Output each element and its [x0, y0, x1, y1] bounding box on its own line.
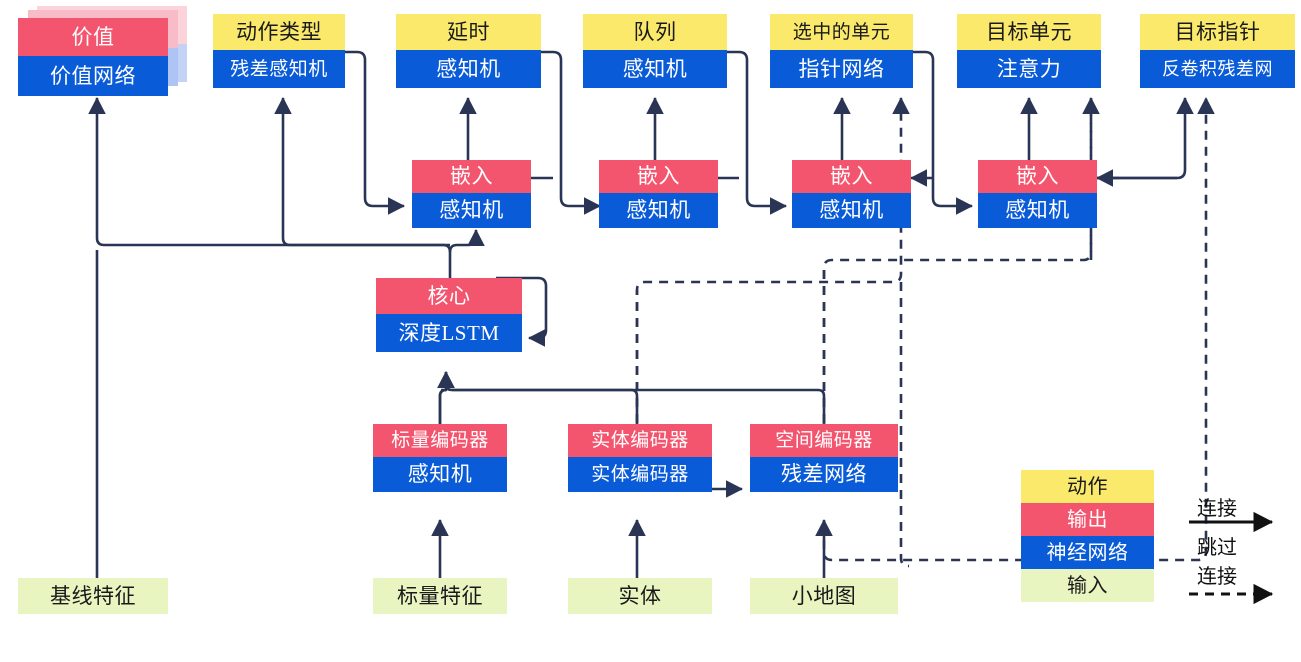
input-baseline-features-label: 基线特征 [18, 578, 168, 614]
node-selected-unit-network-label: 指针网络 [770, 50, 913, 88]
node-value-network-label: 价值网络 [18, 56, 168, 96]
legend-connect-label: 连接 [1197, 498, 1237, 520]
input-minimap-label: 小地图 [750, 578, 898, 614]
node-queue-action-label: 队列 [583, 14, 727, 50]
legend-input-label: 输入 [1021, 569, 1154, 602]
node-delay[interactable]: 延时 感知机 [396, 14, 541, 88]
node-core-output-label: 核心 [376, 278, 522, 314]
node-scalar-encoder[interactable]: 标量编码器 感知机 [373, 424, 507, 492]
node-delay-action-label: 延时 [396, 14, 541, 50]
node-core[interactable]: 核心 深度LSTM [376, 278, 522, 352]
node-spatial-encoder-output-label: 空间编码器 [750, 424, 898, 457]
node-embed-3[interactable]: 嵌入 感知机 [792, 160, 911, 228]
node-scalar-encoder-output-label: 标量编码器 [373, 424, 507, 457]
legend-output-label: 输出 [1021, 503, 1154, 536]
node-selected-unit-action-label: 选中的单元 [770, 14, 913, 50]
node-action-type-network-label: 残差感知机 [213, 50, 345, 88]
input-baseline-features[interactable]: 基线特征 [18, 578, 168, 614]
input-entities-label: 实体 [568, 578, 712, 614]
legend-skip-label-line2: 连接 [1197, 566, 1237, 588]
input-entities[interactable]: 实体 [568, 578, 712, 614]
input-scalar-features-label: 标量特征 [373, 578, 507, 614]
node-action-type-action-label: 动作类型 [213, 14, 345, 50]
legend-color-key: 动作 输出 神经网络 输入 [1021, 470, 1154, 602]
legend-network-label: 神经网络 [1021, 536, 1154, 569]
node-entity-encoder-network-label: 实体编码器 [568, 457, 712, 492]
node-embed-1-network-label: 感知机 [412, 193, 531, 228]
node-embed-3-output-label: 嵌入 [792, 160, 911, 193]
input-scalar-features[interactable]: 标量特征 [373, 578, 507, 614]
node-selected-unit[interactable]: 选中的单元 指针网络 [770, 14, 913, 88]
node-embed-2-network-label: 感知机 [599, 193, 718, 228]
node-embed-2-output-label: 嵌入 [599, 160, 718, 193]
node-value[interactable]: 价值 价值网络 [18, 18, 168, 96]
legend-action-label: 动作 [1021, 470, 1154, 503]
node-embed-4[interactable]: 嵌入 感知机 [978, 160, 1097, 228]
node-embed-4-output-label: 嵌入 [978, 160, 1097, 193]
node-delay-network-label: 感知机 [396, 50, 541, 88]
node-queue[interactable]: 队列 感知机 [583, 14, 727, 88]
node-value-output-label: 价值 [18, 18, 168, 56]
node-core-network-label: 深度LSTM [376, 314, 522, 352]
node-spatial-encoder-network-label: 残差网络 [750, 457, 898, 492]
input-minimap[interactable]: 小地图 [750, 578, 898, 614]
node-embed-3-network-label: 感知机 [792, 193, 911, 228]
node-entity-encoder[interactable]: 实体编码器 实体编码器 [568, 424, 712, 492]
node-target-unit[interactable]: 目标单元 注意力 [957, 14, 1101, 88]
node-scalar-encoder-network-label: 感知机 [373, 457, 507, 492]
node-target-unit-network-label: 注意力 [957, 50, 1101, 88]
node-target-point[interactable]: 目标指针 反卷积残差网 [1140, 14, 1295, 88]
legend-skip-label-line1: 跳过 [1197, 537, 1237, 559]
node-target-unit-action-label: 目标单元 [957, 14, 1101, 50]
node-entity-encoder-output-label: 实体编码器 [568, 424, 712, 457]
node-action-type[interactable]: 动作类型 残差感知机 [213, 14, 345, 88]
node-embed-1[interactable]: 嵌入 感知机 [412, 160, 531, 228]
node-queue-network-label: 感知机 [583, 50, 727, 88]
node-spatial-encoder[interactable]: 空间编码器 残差网络 [750, 424, 898, 492]
node-embed-4-network-label: 感知机 [978, 193, 1097, 228]
node-target-point-network-label: 反卷积残差网 [1140, 50, 1295, 88]
node-embed-1-output-label: 嵌入 [412, 160, 531, 193]
node-embed-2[interactable]: 嵌入 感知机 [599, 160, 718, 228]
node-target-point-action-label: 目标指针 [1140, 14, 1295, 50]
